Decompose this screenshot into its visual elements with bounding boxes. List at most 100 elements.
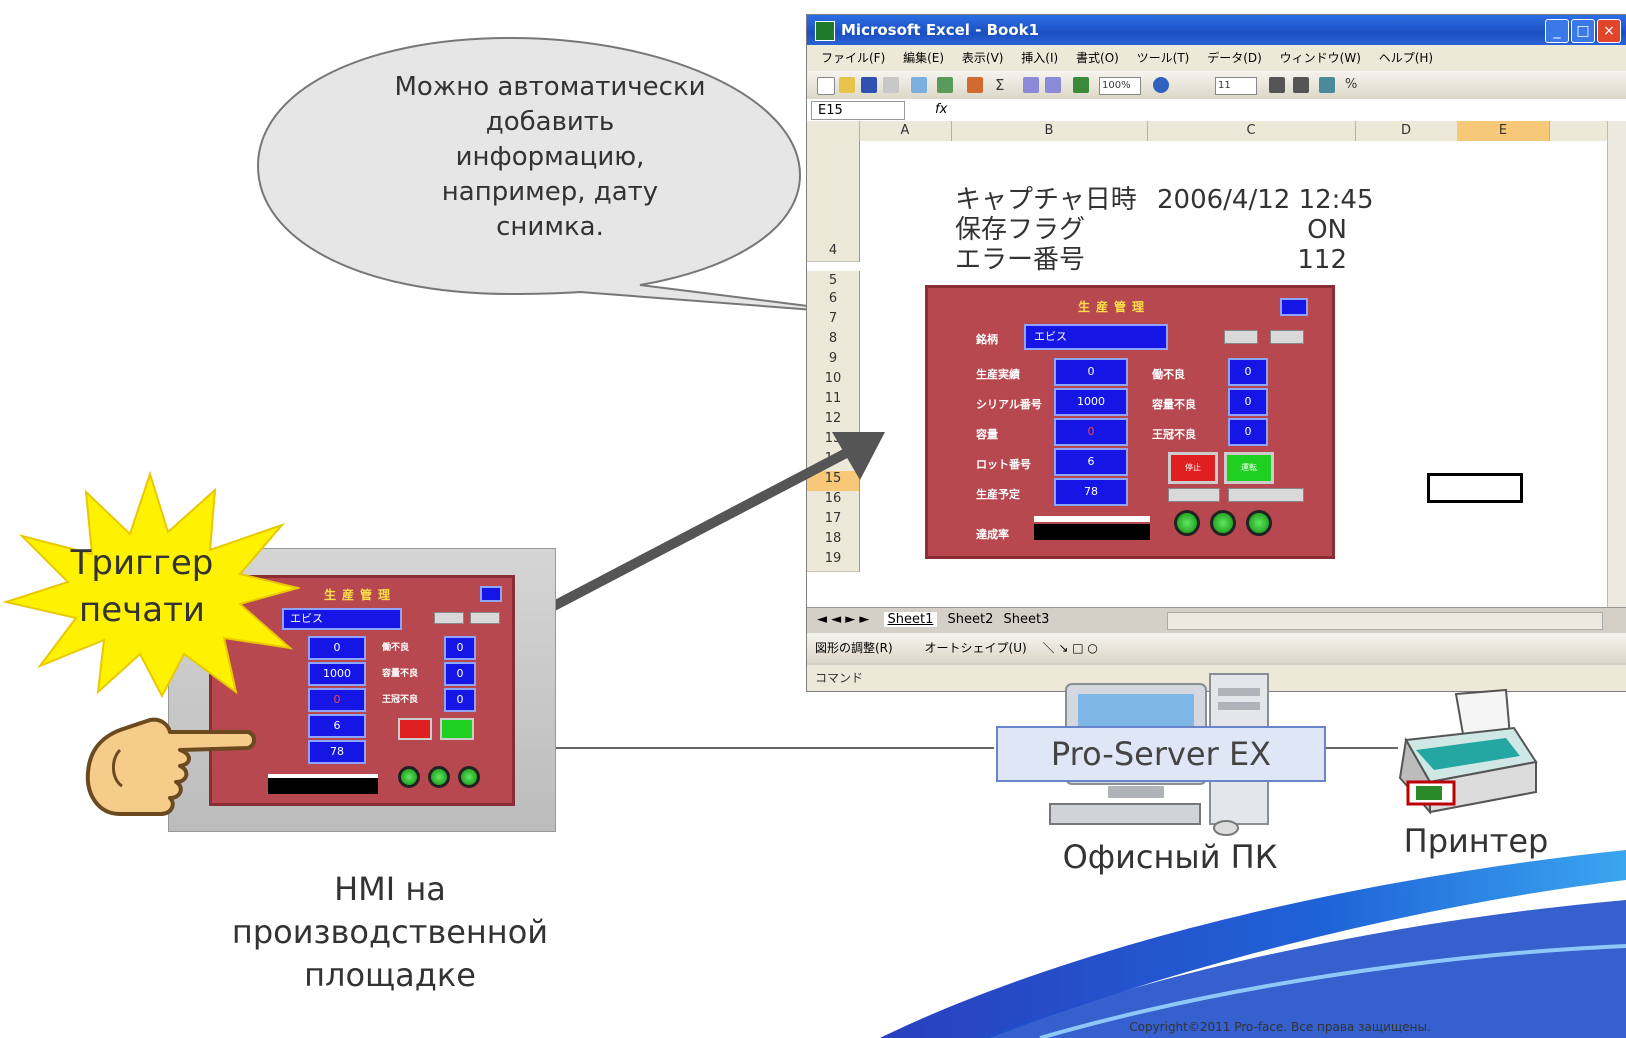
draw-menu[interactable]: 図形の調整(R) [815,641,893,655]
font-size-select[interactable]: 11 [1215,77,1257,95]
menu-item[interactable]: 編集(E) [903,51,945,65]
preview-icon[interactable] [911,77,927,93]
drawing-toolbar: 図形の調整(R) オートシェイプ(U) ＼ ↘ □ ○ [807,633,1626,663]
panel-value: 1000 [1054,388,1128,416]
indicator-box [1280,298,1308,316]
column-header-e[interactable]: E [1457,121,1550,141]
menu-item[interactable]: ツール(T) [1136,51,1190,65]
hmi-caption: HMI на производственной площадке [231,870,549,994]
menu-item[interactable]: ヘルプ(H) [1378,51,1434,65]
tab-sheet1[interactable]: Sheet1 [883,612,938,627]
panel-label: 働不良 [382,643,410,653]
row-header[interactable]: 10 [807,371,860,392]
menu-item[interactable]: 表示(V) [961,51,1004,65]
save-icon[interactable] [861,77,877,93]
name-box[interactable]: E15 [811,101,905,120]
panel-value: 0 [1228,418,1268,446]
sort-descending-icon[interactable] [1045,77,1061,93]
brand-field: エビス [282,608,402,630]
rate-label: 達成率 [976,528,1009,541]
lamp-icon [1174,510,1200,536]
tab-sheet3[interactable]: Sheet3 [1003,612,1050,627]
vertical-scrollbar[interactable] [1607,121,1626,607]
menu-item[interactable]: 書式(O) [1076,51,1119,65]
row-header[interactable]: 8 [807,331,860,352]
autoshape-menu[interactable]: オートシェイプ(U) [924,641,1027,655]
panel-button [1270,330,1304,344]
column-header-b[interactable]: B [951,121,1148,141]
excel-logo-icon [815,21,835,41]
menu-item[interactable]: ファイル(F) [821,51,886,65]
corner-cell[interactable] [807,121,860,141]
column-header-c[interactable]: C [1147,121,1356,141]
run-button [440,718,474,740]
help-icon[interactable] [1153,77,1169,93]
hmi-screen: 生産管理 エビス 0 1000 0 6 78 働不良 容量不良 王冠不良 0 0… [209,575,515,806]
zoom-select[interactable]: 100% [1099,77,1141,95]
open-icon[interactable] [839,77,855,93]
menu-item[interactable]: 挿入(I) [1021,51,1059,65]
row-header-blank[interactable] [807,141,860,242]
maximize-icon[interactable]: □ [1571,19,1595,43]
column-header: A B C D E [807,121,1626,142]
align-left-icon[interactable] [1269,77,1285,93]
align-center-icon[interactable] [1293,77,1309,93]
selected-cell-e15[interactable] [1427,473,1523,503]
sum-icon[interactable]: Σ [995,76,1005,94]
menu-item[interactable]: ウィンドウ(W) [1279,51,1361,65]
speech-bubble [256,36,850,314]
column-header-d[interactable]: D [1355,121,1458,141]
print-icon[interactable] [883,77,899,93]
tab-sheet2[interactable]: Sheet2 [947,612,994,627]
printer-caption: Принтер [1403,822,1549,860]
panel-button [1228,488,1304,502]
lamp-icon [1210,510,1236,536]
minimize-icon[interactable]: _ [1545,19,1569,43]
cell-b3[interactable]: 保存フラグ [955,215,1086,245]
row-header[interactable]: 19 [807,551,860,572]
row-header[interactable]: 12 [807,411,860,432]
percent-icon[interactable]: % [1345,77,1358,92]
tab-nav-icon[interactable]: ◄ ◄ ► ► [817,612,870,627]
pointing-hand-icon [85,717,256,816]
brand-field: エビス [1024,324,1168,350]
close-icon[interactable]: × [1597,19,1621,43]
captured-hmi-screen: 生産管理 銘柄 エビス 生産実績 シリアル番号 容量 ロット番号 生産予定 0 … [925,285,1335,559]
panel-value: 0 [1228,358,1268,386]
cell-b4[interactable]: エラー番号 [955,245,1086,275]
hyperlink-icon[interactable] [967,77,983,93]
pro-server-label: Pro-Server EX [996,726,1326,782]
panel-title: 生産管理 [1078,300,1151,314]
cell-c2[interactable]: 2006/4/12 12:45 [1157,185,1374,215]
sort-ascending-icon[interactable] [1023,77,1039,93]
window-title: Microsoft Excel - Book1 [807,15,1626,45]
row-header[interactable]: 5 [807,271,860,292]
lamp-icon [1246,510,1272,536]
line-icon[interactable]: ＼ ↘ □ ○ [1042,641,1098,655]
toolbar: Σ 100% 11 % [807,71,1626,100]
new-icon[interactable] [817,77,835,95]
bubble-text: Можно автоматически добавить информацию,… [394,72,706,242]
lamp-icon [458,766,480,788]
spelling-icon[interactable] [937,77,953,93]
horizontal-scrollbar[interactable] [1167,612,1603,630]
cell-b2[interactable]: キャプチャ日時 [955,185,1137,215]
row-header[interactable]: 11 [807,391,860,412]
chart-icon[interactable] [1073,77,1089,93]
merge-icon[interactable] [1319,77,1335,93]
cell-c4[interactable]: 112 [1297,245,1347,275]
menu-item[interactable]: データ(D) [1207,51,1262,65]
pc-caption: Офисный ПК [1062,838,1278,876]
panel-value: 0 [1228,388,1268,416]
panel-value: 6 [308,714,366,738]
row-header[interactable]: 9 [807,351,860,372]
decorative-swoosh [880,850,1626,1038]
cell-c3[interactable]: ON [1307,215,1347,245]
stop-button: 停止 [1168,452,1218,484]
column-header-a[interactable]: A [859,121,952,141]
panel-button [1224,330,1258,344]
spreadsheet-grid[interactable]: 4 5 6 7 8 9 10 11 12 13 14 15 16 17 18 1… [807,141,1607,607]
row-header[interactable]: 6 [807,291,860,312]
row-header[interactable]: 4 [807,241,860,262]
row-header[interactable]: 7 [807,311,860,332]
